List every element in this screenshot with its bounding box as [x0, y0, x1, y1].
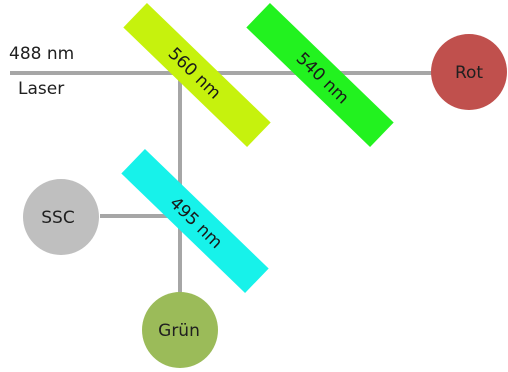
detector-rot: Rot: [431, 34, 507, 110]
filter-560nm-body: [123, 3, 271, 147]
filter-495nm: 495 nm: [121, 149, 269, 293]
filter-495nm-body: [121, 149, 269, 293]
laser-wavelength-label: 488 nm: [9, 44, 74, 64]
detector-ssc-label: SSC: [41, 208, 74, 228]
detector-gruen-circle: [142, 292, 218, 368]
detector-ssc: SSC: [23, 179, 99, 255]
filter-540nm-body: [246, 3, 394, 147]
detector-rot-label: Rot: [455, 63, 483, 83]
detector-ssc-circle: [23, 179, 99, 255]
laser-label: Laser: [18, 79, 64, 99]
detector-rot-circle: [431, 34, 507, 110]
detector-gruen-label: Grün: [158, 321, 200, 341]
detector-gruen: Grün: [142, 292, 218, 368]
